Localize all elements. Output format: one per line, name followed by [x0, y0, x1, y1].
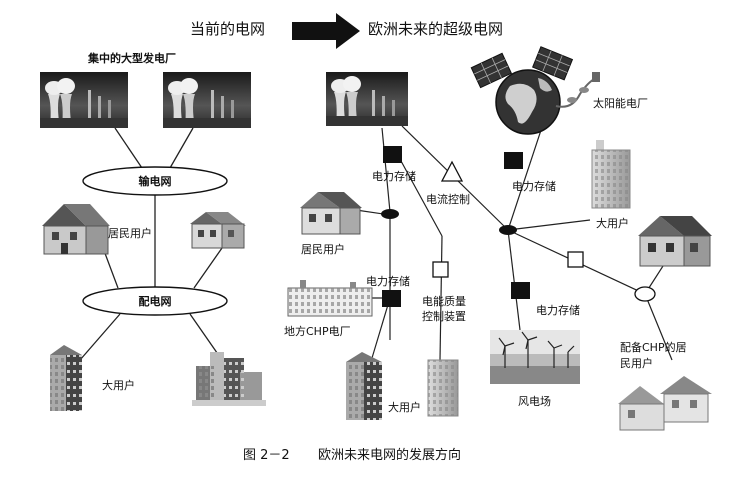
large-user-top-label: 大用户	[596, 216, 629, 230]
transmission-grid-label: 输电网	[139, 174, 172, 188]
office-building-icon	[591, 140, 631, 209]
transmission-grid-node	[82, 166, 228, 196]
house-icon	[190, 212, 246, 249]
distribution-grid-label: 配电网	[139, 294, 172, 308]
houses-cluster-icon	[618, 376, 712, 431]
large-user-bottom-label: 大用户	[388, 400, 421, 414]
wind-farm-icon	[490, 330, 580, 384]
chp-plant-label: 地方CHP电厂	[284, 324, 351, 338]
house-icon	[42, 204, 110, 255]
junction-node	[381, 209, 399, 219]
power-plant-icon	[40, 72, 128, 128]
large-user-label: 大用户	[102, 378, 135, 392]
storage-node-icon	[383, 146, 402, 163]
pq-label-2: 控制装置	[422, 309, 466, 323]
plant-caption: 集中的大型发电厂	[87, 51, 176, 65]
storage-node-icon	[382, 290, 401, 307]
office-building-icon	[346, 352, 382, 420]
power-plant-icon	[326, 72, 408, 126]
junction-node	[499, 225, 517, 235]
storage-label-4: 电力存储	[536, 303, 580, 317]
residential-label: 居民用户	[108, 226, 152, 240]
current-control-icon	[440, 160, 464, 182]
figure-caption: 欧洲未来电网的发展方向	[318, 447, 461, 463]
chp-residential-label-1: 配备CHP的居	[620, 340, 687, 354]
storage-node-icon	[504, 152, 523, 169]
power-quality-node-icon	[432, 261, 449, 278]
office-building-icon	[427, 359, 459, 417]
office-building-icon	[50, 345, 82, 411]
pq-label-1: 电能质量	[422, 294, 466, 308]
right-title: 欧洲未来的超级电网	[368, 20, 503, 38]
control-node-icon	[567, 251, 584, 268]
distribution-grid-node	[82, 286, 228, 316]
house-icon	[300, 192, 362, 235]
storage-label-2: 电力存储	[512, 179, 556, 193]
residential-right-label: 居民用户	[301, 242, 345, 256]
storage-label-3: 电力存储	[366, 274, 410, 288]
solar-plant-label: 太阳能电厂	[593, 96, 648, 110]
chp-residential-label-2: 民用户	[620, 356, 653, 370]
house-icon	[638, 216, 712, 267]
left-title: 当前的电网	[190, 20, 265, 38]
storage-label-1: 电力存储	[372, 169, 416, 183]
wind-farm-label: 风电场	[518, 394, 551, 408]
solar-globe-icon	[470, 46, 600, 135]
building-cluster-icon	[192, 352, 266, 406]
figure-number: 图 2－2	[243, 448, 290, 463]
chp-plant-icon	[287, 280, 373, 317]
power-plant-icon	[163, 72, 251, 128]
arrow-right-icon	[292, 13, 360, 49]
current-control-label: 电流控制	[426, 192, 470, 206]
storage-node-icon	[511, 282, 530, 299]
junction-node	[634, 286, 656, 302]
